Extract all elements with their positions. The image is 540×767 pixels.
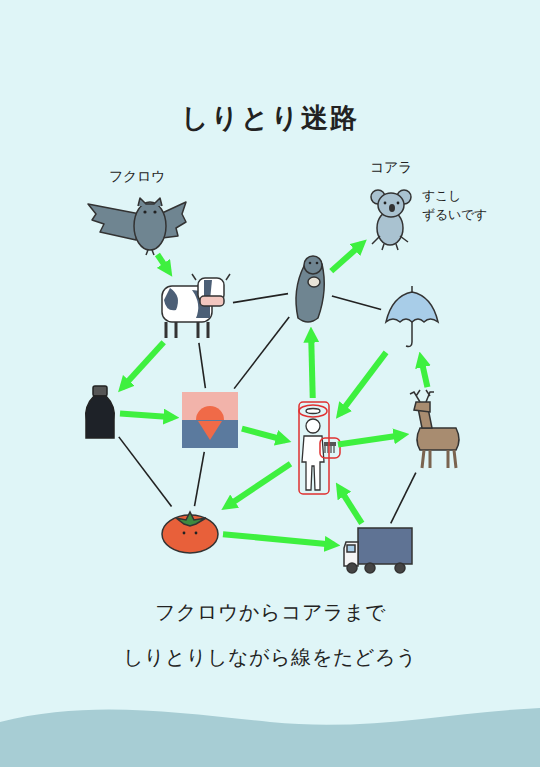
wave [0, 708, 540, 767]
cow-node [158, 278, 230, 340]
plain-line [233, 294, 288, 303]
otter-node [291, 255, 329, 325]
umbrella-node [384, 286, 440, 350]
green-arrow [421, 358, 428, 387]
tomato-figure [162, 512, 218, 553]
green-arrow [242, 429, 285, 441]
person-node [293, 401, 335, 495]
green-arrow [223, 534, 334, 545]
green-arrow [157, 254, 168, 271]
sunset-node [181, 391, 239, 449]
sunset-figure [182, 392, 238, 448]
koala-node: コアラ [368, 187, 414, 249]
koala-figure [371, 190, 411, 250]
soy-sauce-figure [86, 386, 115, 438]
truck-node [342, 526, 414, 572]
deer-figure [410, 390, 459, 468]
cow-figure [162, 274, 230, 338]
green-arrow [331, 244, 362, 271]
plain-line [234, 317, 289, 389]
caption: フクロウからコアラまで しりとりしながら線をたどろう [105, 590, 435, 680]
green-arrow [340, 352, 386, 413]
plain-line [332, 296, 381, 310]
owl-node: フクロウ [87, 196, 187, 252]
plain-line [199, 343, 205, 388]
plain-line [119, 437, 172, 507]
node-label: フクロウ [37, 166, 237, 186]
green-arrow [122, 342, 163, 387]
deer-node [411, 390, 463, 470]
green-arrow [339, 488, 362, 524]
title: しりとり迷路 [0, 100, 540, 136]
green-arrow [120, 413, 173, 417]
person-figure [299, 402, 340, 494]
green-arrow [311, 333, 313, 398]
umbrella-figure [386, 286, 438, 347]
truck-figure [344, 528, 412, 573]
plain-line [194, 452, 204, 506]
soy-sauce-node [83, 384, 117, 440]
note: すこし ずるいです [422, 186, 492, 224]
green-arrow [227, 464, 291, 507]
green-arrow [338, 435, 403, 445]
owl-figure [88, 198, 186, 255]
tomato-node [160, 509, 220, 553]
node-label: コアラ [318, 157, 464, 177]
otter-figure [296, 256, 324, 322]
plain-line [391, 473, 416, 524]
